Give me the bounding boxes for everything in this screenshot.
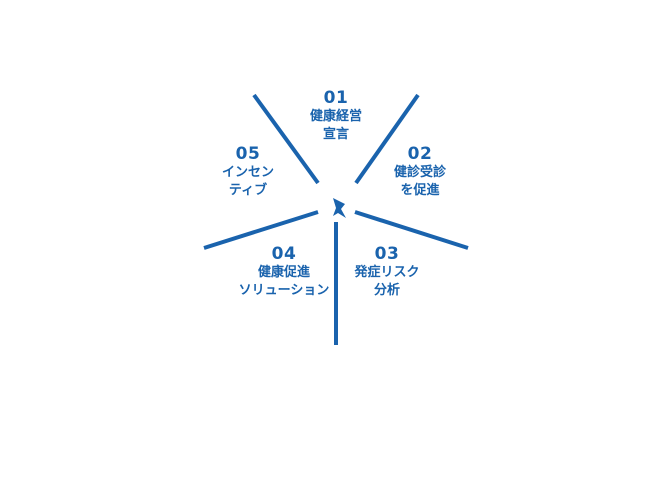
segment-label-line1: 健康経営 (309, 109, 362, 124)
segment-number: 03 (374, 244, 400, 264)
segment-label-line1: 健診受診 (393, 165, 446, 180)
segment-label-line1: 健康促進 (257, 265, 310, 280)
ray-top-right (354, 93, 420, 185)
segment-label-line1: 発症リスク (354, 265, 420, 280)
ray-left (203, 210, 319, 250)
segment-05: 05 インセン ティブ (208, 144, 288, 200)
segment-label-line2: ティブ (228, 183, 268, 198)
segment-label-line2: を促進 (400, 183, 440, 198)
ray-top-left (252, 93, 320, 185)
segment-label-line1: インセン (221, 165, 274, 180)
ray-right (354, 210, 469, 250)
segment-number: 04 (271, 244, 297, 264)
segment-03: 03 発症リスク 分析 (340, 244, 434, 300)
segment-number: 02 (407, 144, 433, 164)
segment-number: 05 (235, 144, 261, 164)
segment-04: 04 健康促進 ソリューション (226, 244, 342, 300)
segment-number: 01 (323, 88, 349, 108)
segment-02: 02 健診受診 を促進 (378, 144, 462, 200)
segment-label-line2: ソリューション (238, 283, 330, 298)
center-hub (333, 198, 346, 218)
segment-label-line2: 宣言 (322, 127, 349, 142)
segment-label-line2: 分析 (373, 283, 400, 298)
segment-01: 01 健康経営 宣言 (296, 88, 376, 144)
